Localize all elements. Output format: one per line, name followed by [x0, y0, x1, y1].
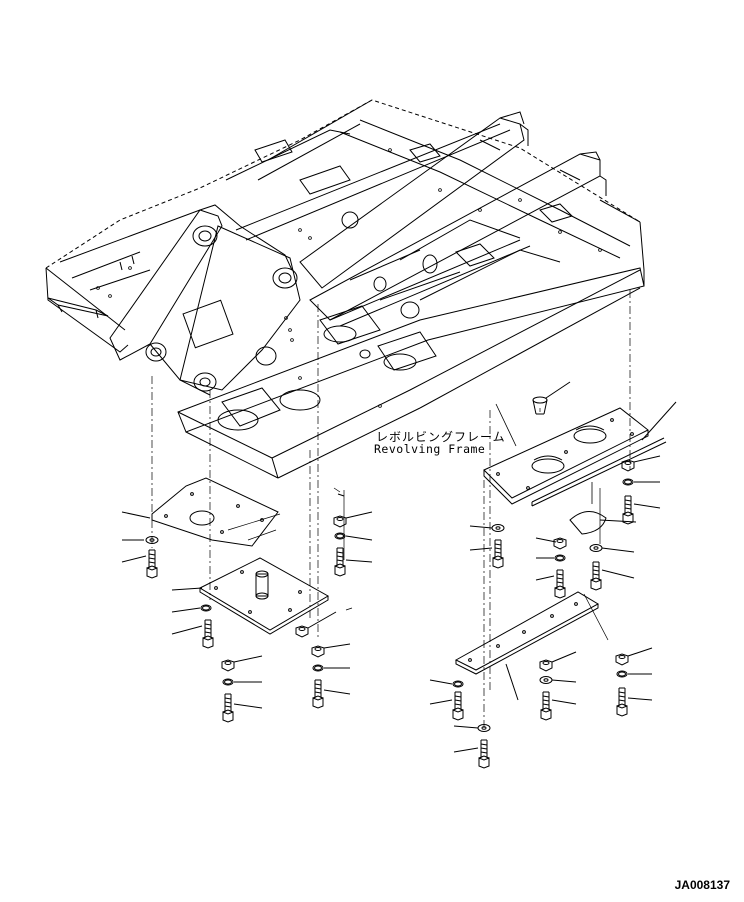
top-bolt — [533, 382, 570, 414]
fastener-stack-e — [221, 656, 262, 723]
revolving-frame — [46, 100, 644, 478]
fastener-stack-k — [506, 652, 576, 721]
fastener-stack-b — [172, 588, 214, 649]
fastener-stack-m — [430, 680, 464, 721]
cover-plate-left-upper — [152, 478, 278, 546]
fastener-stack-a — [122, 512, 159, 579]
blind-cover — [570, 511, 636, 534]
frame-label-english: Revolving Frame — [374, 442, 486, 456]
fastener-stack-g — [470, 524, 505, 569]
rubber-seal-strip — [532, 438, 666, 506]
drawing-code: JA008137 — [674, 878, 730, 892]
cover-plate-right-lower — [456, 592, 598, 674]
fastener-stack-l — [615, 648, 652, 717]
fastener-stack-n — [454, 724, 491, 769]
assembly-guide-lines — [152, 290, 630, 730]
fastener-stack-i — [621, 402, 676, 525]
fastener-stack-h — [536, 537, 567, 599]
fastener-stack-c — [333, 494, 372, 577]
fastener-stack-j — [589, 544, 634, 591]
cover-plate-left-lower — [200, 558, 328, 634]
frame-label-japanese: レボルビングフレーム — [376, 430, 506, 444]
fastener-stack-d — [295, 612, 336, 638]
fastener-stack-f — [311, 644, 350, 709]
